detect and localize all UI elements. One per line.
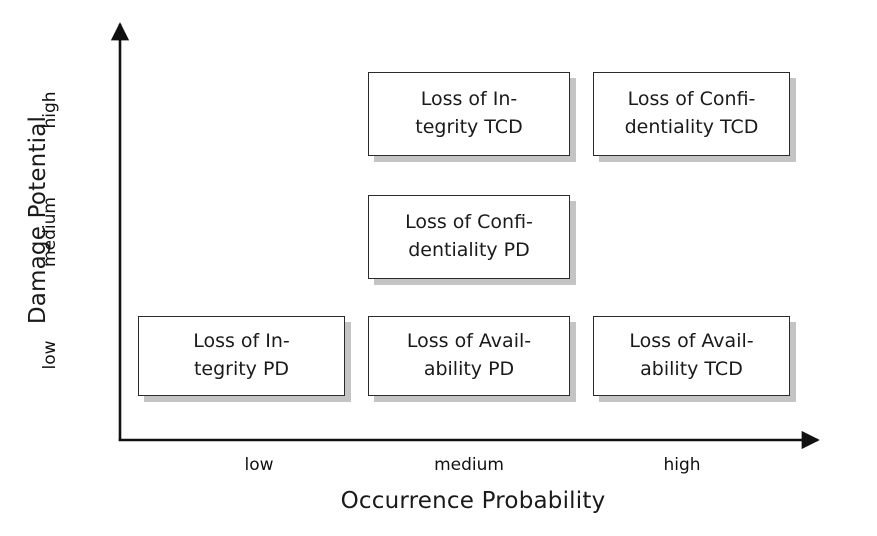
- matrix-cell-availability-tcd[interactable]: Loss of Avail- ability TCD: [593, 316, 790, 396]
- cell-line-1: Loss of Avail-: [406, 330, 532, 353]
- y-tick-low: low: [40, 340, 60, 370]
- x-tick-medium: medium: [434, 455, 504, 475]
- cell-line-2: dentiality TCD: [624, 116, 759, 138]
- cell-line-1: Loss of Confi-: [627, 88, 756, 111]
- cell-line-1: Loss of In-: [193, 330, 290, 353]
- cell-line-2: ability TCD: [640, 358, 743, 380]
- cell-line-1: Loss of Confi-: [405, 211, 533, 234]
- cell-line-2: dentiality PD: [408, 239, 530, 261]
- y-tick-medium: medium: [40, 197, 60, 267]
- matrix-cell-confidentiality-tcd[interactable]: Loss of Confi- dentiality TCD: [593, 72, 790, 156]
- x-tick-high: high: [663, 455, 701, 475]
- x-axis-title: Occurrence Probability: [340, 488, 606, 514]
- cell-line-2: ability PD: [423, 358, 515, 380]
- matrix-cell-confidentiality-pd[interactable]: Loss of Confi- dentiality PD: [368, 195, 570, 279]
- cell-line-2: tegrity PD: [193, 358, 290, 380]
- matrix-cell-integrity-tcd[interactable]: Loss of In- tegrity TCD: [368, 72, 570, 156]
- matrix-cell-integrity-pd[interactable]: Loss of In- tegrity PD: [138, 316, 345, 396]
- cell-line-2: tegrity TCD: [415, 116, 523, 138]
- x-tick-low: low: [244, 455, 274, 475]
- matrix-cell-availability-pd[interactable]: Loss of Avail- ability PD: [368, 316, 570, 396]
- cell-line-1: Loss of In-: [420, 88, 518, 111]
- cell-line-1: Loss of Avail-: [629, 330, 754, 353]
- y-tick-high: high: [40, 91, 60, 129]
